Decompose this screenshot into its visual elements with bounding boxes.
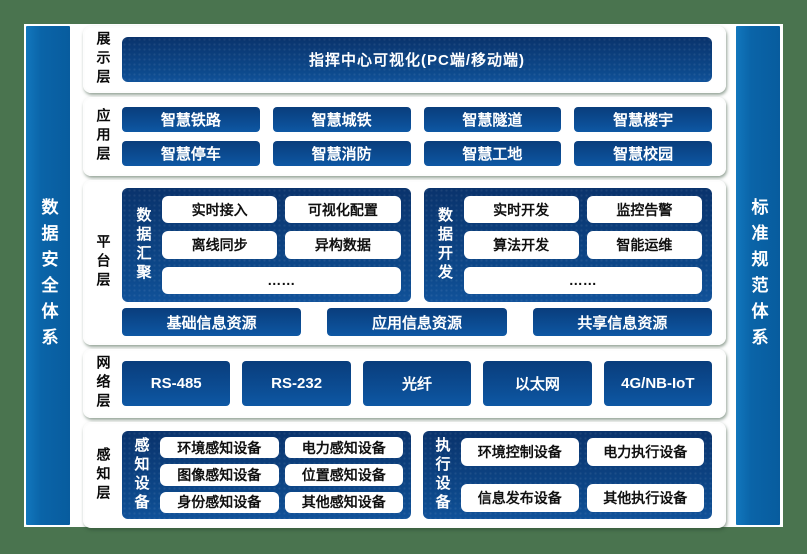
device-item: 环境感知设备 xyxy=(160,437,279,459)
data-security-label: 数据安全体系 xyxy=(38,197,58,354)
data-security-sidebar: 数据安全体系 xyxy=(26,26,70,525)
device-item: 图像感知设备 xyxy=(160,464,279,486)
platform-more-item: …… xyxy=(463,266,702,294)
platform-layer-panel: 平台层 数据汇聚 实时接入 可视化配置 离线同步 异构数据 xyxy=(83,180,726,345)
app-item: 智慧工地 xyxy=(423,141,562,166)
network-item: RS-485 xyxy=(122,361,231,406)
sensing-devices-label: 感知设备 xyxy=(132,437,150,513)
app-item: 智慧铁路 xyxy=(122,107,260,132)
resource-bar: 共享信息资源 xyxy=(532,308,712,336)
platform-item: 监控告警 xyxy=(586,196,702,224)
platform-item: 实时开发 xyxy=(463,196,579,224)
display-layer-content: 指挥中心可视化(PC端/移动端) xyxy=(122,28,724,91)
display-layer-panel: 展示层 指挥中心可视化(PC端/移动端) xyxy=(83,26,726,93)
platform-item: 实时接入 xyxy=(162,196,278,224)
platform-item: 智能运维 xyxy=(586,231,702,259)
app-item: 智慧消防 xyxy=(272,141,411,166)
device-item: 身份感知设备 xyxy=(160,491,279,513)
perception-layer-label-wrap: 感知层 xyxy=(85,424,122,526)
execution-devices-label-wrap: 执行设备 xyxy=(431,437,453,513)
data-aggregation-label-wrap: 数据汇聚 xyxy=(132,196,154,294)
network-layer-content: RS-485 RS-232 光纤 以太网 4G/NB-IoT xyxy=(122,351,724,416)
platform-layer-content: 数据汇聚 实时接入 可视化配置 离线同步 异构数据 …… xyxy=(122,182,724,343)
application-layer-label: 应用层 xyxy=(95,108,112,165)
device-item: 位置感知设备 xyxy=(284,464,403,486)
data-development-label: 数据开发 xyxy=(436,207,453,283)
data-aggregation-items: 实时接入 可视化配置 离线同步 异构数据 …… xyxy=(162,196,401,294)
display-layer-label-wrap: 展示层 xyxy=(85,28,122,91)
device-item: 信息发布设备 xyxy=(461,484,579,512)
diagram-background: 数据安全体系 标准规范体系 展示层 指挥中心可视化(PC端/移动端) 应用层 xyxy=(24,24,783,528)
application-layer-panel: 应用层 智慧铁路 智慧城铁 智慧隧道 智慧楼宇 智慧停车 智慧消防 智慧工地 智… xyxy=(83,97,726,176)
perception-layer-label: 感知层 xyxy=(95,446,112,504)
perception-layer-panel: 感知层 感知设备 环境感知设备 电力感知设备 图像感知设备 位置感知设备 身份感… xyxy=(83,422,726,528)
command-center-box: 指挥中心可视化(PC端/移动端) xyxy=(122,37,712,82)
network-layer-label: 网络层 xyxy=(95,355,112,412)
sensing-devices-label-wrap: 感知设备 xyxy=(130,437,152,513)
device-item: 其他执行设备 xyxy=(586,484,704,512)
device-item: 环境控制设备 xyxy=(461,438,579,466)
platform-layer-label-wrap: 平台层 xyxy=(85,182,122,343)
app-item: 智慧楼宇 xyxy=(574,107,712,132)
platform-item: 离线同步 xyxy=(162,231,278,259)
resource-bar: 基础信息资源 xyxy=(122,308,302,336)
standards-label: 标准规范体系 xyxy=(748,197,768,354)
perception-layer-content: 感知设备 环境感知设备 电力感知设备 图像感知设备 位置感知设备 身份感知设备 … xyxy=(122,424,724,526)
standards-sidebar: 标准规范体系 xyxy=(736,26,780,525)
network-item: 4G/NB-IoT xyxy=(603,361,713,406)
network-layer-label-wrap: 网络层 xyxy=(85,351,122,416)
device-item: 电力执行设备 xyxy=(586,438,704,466)
app-item: 智慧停车 xyxy=(122,141,260,166)
platform-more-item: …… xyxy=(162,266,401,294)
execution-devices-items: 环境控制设备 电力执行设备 信息发布设备 其他执行设备 xyxy=(461,437,704,513)
application-layer-content: 智慧铁路 智慧城铁 智慧隧道 智慧楼宇 智慧停车 智慧消防 智慧工地 智慧校园 xyxy=(122,99,724,174)
platform-item: 算法开发 xyxy=(463,231,579,259)
platform-groups: 数据汇聚 实时接入 可视化配置 离线同步 异构数据 …… xyxy=(122,188,712,302)
platform-item: 可视化配置 xyxy=(285,196,401,224)
data-aggregation-label: 数据汇聚 xyxy=(134,207,152,283)
execution-devices-label: 执行设备 xyxy=(433,437,451,513)
sensing-devices-items: 环境感知设备 电力感知设备 图像感知设备 位置感知设备 身份感知设备 其他感知设… xyxy=(160,437,403,513)
platform-resources: 基础信息资源 应用信息资源 共享信息资源 xyxy=(122,308,712,336)
device-item: 其他感知设备 xyxy=(284,491,403,513)
application-layer-label-wrap: 应用层 xyxy=(85,99,122,174)
data-aggregation-group: 数据汇聚 实时接入 可视化配置 离线同步 异构数据 …… xyxy=(122,188,411,302)
device-item: 电力感知设备 xyxy=(284,437,403,459)
sensing-devices-group: 感知设备 环境感知设备 电力感知设备 图像感知设备 位置感知设备 身份感知设备 … xyxy=(122,431,411,519)
app-item: 智慧隧道 xyxy=(423,107,562,132)
data-development-label-wrap: 数据开发 xyxy=(434,196,456,294)
app-item: 智慧城铁 xyxy=(272,107,411,132)
resource-bar: 应用信息资源 xyxy=(327,308,507,336)
layer-stack: 展示层 指挥中心可视化(PC端/移动端) 应用层 智慧铁路 智慧城铁 智慧隧道 … xyxy=(83,26,726,528)
data-development-group: 数据开发 实时开发 监控告警 算法开发 智能运维 …… xyxy=(424,188,713,302)
network-item: 光纤 xyxy=(362,361,472,406)
platform-layer-label: 平台层 xyxy=(95,234,112,291)
platform-item: 异构数据 xyxy=(285,231,401,259)
network-item: 以太网 xyxy=(483,361,592,406)
network-item: RS-232 xyxy=(242,361,351,406)
execution-devices-group: 执行设备 环境控制设备 电力执行设备 信息发布设备 其他执行设备 xyxy=(423,431,712,519)
display-layer-label: 展示层 xyxy=(95,31,112,88)
app-item: 智慧校园 xyxy=(574,141,712,166)
data-development-items: 实时开发 监控告警 算法开发 智能运维 …… xyxy=(463,196,702,294)
network-layer-panel: 网络层 RS-485 RS-232 光纤 以太网 4G/NB-IoT xyxy=(83,349,726,418)
